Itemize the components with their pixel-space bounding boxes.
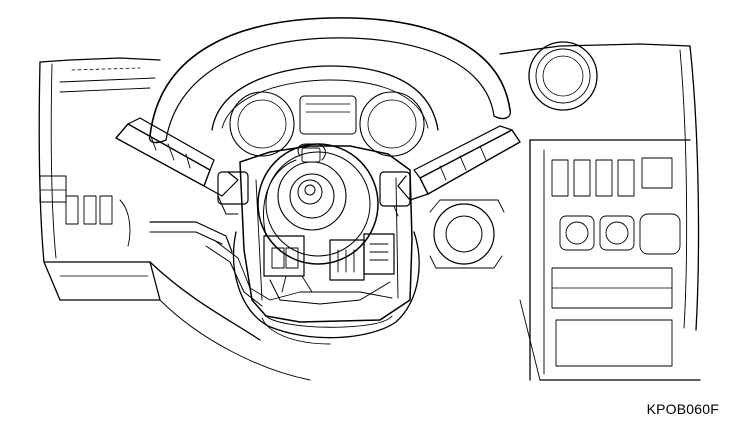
dashboard-left-outline — [38, 57, 311, 381]
figure-code: KPOB060F — [646, 401, 719, 417]
instrument-cluster — [211, 65, 439, 157]
wiring-harness — [149, 221, 395, 307]
combination-switch-housing — [239, 145, 413, 328]
clock-spring — [257, 143, 379, 265]
ignition-area — [429, 199, 505, 269]
dashboard-right-outline — [499, 41, 701, 381]
left-stalk — [115, 117, 249, 215]
column-shroud — [232, 231, 420, 345]
right-stalk — [379, 125, 521, 217]
steering-wheel-rim — [148, 17, 512, 144]
